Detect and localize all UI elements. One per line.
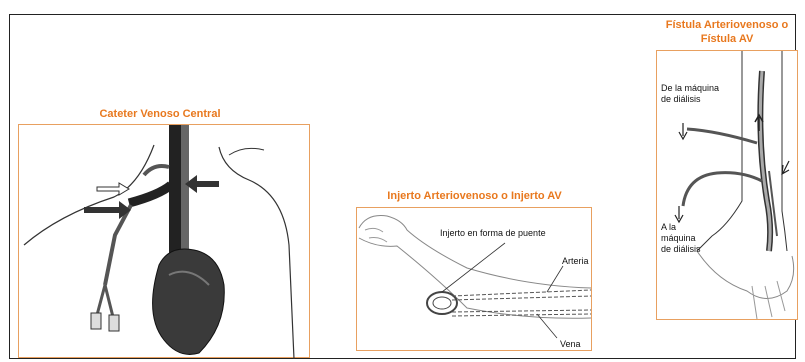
catheter-port-right: [109, 315, 119, 331]
arrow-down-in: [679, 123, 687, 139]
vein-label: Vena: [560, 339, 581, 350]
forearm-outline-left: [697, 51, 742, 251]
arrow-right-side: [782, 161, 789, 174]
shoulder-left-outline: [24, 145, 154, 245]
white-arrow: [97, 183, 129, 195]
artery-leader: [547, 266, 563, 292]
cvc-panel: [18, 124, 310, 358]
from-machine-line1: De la máquina: [661, 83, 719, 94]
hand-fingers: [365, 228, 387, 242]
shoulder-right-outline: [219, 147, 294, 359]
graft-title: Injerto Arteriovenoso o Injerto AV: [352, 189, 597, 203]
from-machine-line2: de diálisis: [661, 94, 701, 105]
fistula-title-line1: Fístula Arteriovenoso o: [652, 18, 802, 32]
fistula-vein-inner: [760, 71, 770, 251]
arm-outline-bottom: [359, 238, 591, 318]
fistula-title-line2: Fístula AV: [652, 32, 802, 46]
jugular-vessel: [144, 166, 169, 175]
artery-label: Arteria: [562, 256, 589, 267]
cvc-illustration: [19, 125, 311, 359]
graft-leader: [442, 243, 505, 292]
cvc-title: Cateter Venoso Central: [60, 107, 260, 121]
heart: [153, 249, 225, 354]
finger-lines: [752, 281, 785, 319]
graft-loop-inner: [433, 297, 451, 309]
tube-to-machine: [683, 173, 762, 206]
subclavian-vein: [129, 185, 171, 203]
hand-outline: [697, 251, 794, 299]
artery-line-2: [452, 296, 591, 300]
vein-line: [452, 310, 591, 312]
graft-label: Injerto en forma de puente: [440, 228, 546, 239]
clavicle-line: [229, 148, 264, 155]
catheter-line: [105, 205, 131, 285]
black-arrow-right: [185, 175, 219, 193]
artery-line: [452, 290, 591, 296]
catheter-port-left: [91, 313, 101, 329]
to-machine-line3: de diálisis: [661, 244, 701, 255]
to-machine-line1: A la: [661, 222, 676, 233]
arrow-down-out: [675, 206, 683, 222]
tube-from-machine: [687, 129, 757, 143]
forearm-outline-right: [782, 51, 787, 251]
catheter-branches: [97, 285, 113, 317]
graft-loop: [427, 292, 457, 314]
to-machine-line2: máquina: [661, 233, 696, 244]
